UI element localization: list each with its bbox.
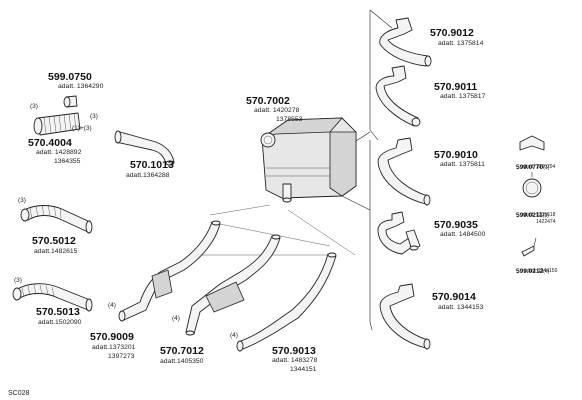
part-code-5704004: 570.4004	[28, 137, 72, 149]
flex-pipe-5012[interactable]	[20, 204, 93, 234]
adatt-5709014: adatt. 1344153	[438, 304, 484, 311]
adatt-5709012: adatt. 1375814	[438, 40, 484, 47]
part-code-5705012: 570.5012	[32, 235, 76, 247]
qty-clamp-a: (3)	[30, 103, 38, 110]
part-code-5705013: 570.5013	[36, 306, 80, 318]
part-code-5701013: 570.1013	[130, 159, 174, 171]
adatt-5704004-a: adatt. 1428892	[36, 149, 82, 156]
clamp-ring-0211[interactable]	[522, 172, 542, 198]
part-label-5990212: 599.0212(4)	[516, 268, 550, 275]
flex-pipe-4004[interactable]	[33, 112, 81, 136]
adatt-5709013-b: 1344151	[290, 366, 317, 373]
part-code-5709035: 570.9035	[434, 219, 478, 231]
part-code-5709010: 570.9010	[434, 149, 478, 161]
adatt-5701013: adatt.1364288	[126, 172, 170, 179]
qty-1013: (3)	[90, 113, 98, 120]
footer-reference: SC028	[8, 390, 30, 397]
pipe-9013[interactable]	[236, 252, 337, 352]
adatt-5990211-b: 1422474	[536, 219, 556, 225]
pipe-7012[interactable]	[185, 234, 281, 336]
tailpipe-9011[interactable]	[375, 65, 421, 127]
tailpipe-9012[interactable]	[379, 17, 432, 67]
qty-9009: (4)	[108, 302, 116, 309]
part-code-5707012: 570.7012	[160, 345, 204, 357]
adatt-5990750: adatt. 1364290	[58, 83, 104, 90]
part-code-5709009: 570.9009	[90, 331, 134, 343]
part-code-5709014: 570.9014	[432, 291, 476, 303]
qty-5012: (3)	[18, 197, 26, 204]
adatt-5709009-a: adatt.1373201	[92, 344, 136, 351]
adatt-5990212: adatt. 1344150	[524, 268, 558, 274]
pipe-9009[interactable]	[118, 220, 221, 322]
part-code-5990750: 599.0750	[48, 71, 92, 83]
adatt-5707002-b: 1378553	[276, 116, 303, 123]
part-code-5709012: 570.9012	[430, 27, 474, 39]
qty-9013: (4)	[230, 332, 238, 339]
part-label-5990770: 599.0770(1)	[516, 164, 550, 171]
sleeve-0750[interactable]	[63, 95, 78, 108]
adatt-5709009-b: 1397273	[108, 353, 135, 360]
adatt-5709013-a: adatt. 1483278	[272, 357, 318, 364]
pipe-1013[interactable]	[114, 130, 175, 166]
part-code-5709013: 570.9013	[272, 345, 316, 357]
qty-7012: (4)	[172, 315, 180, 322]
adatt-5707002-a: adatt. 1420278	[254, 107, 300, 114]
tailpipe-9010[interactable]	[377, 137, 431, 206]
part-code-5707002: 570.7002	[246, 95, 290, 107]
tailpipe-9035[interactable]	[377, 211, 421, 255]
adatt-5990770: adatt. 1360294	[522, 164, 556, 170]
strap-0212[interactable]	[521, 237, 537, 257]
adatt-5707012: adatt.1405350	[160, 358, 204, 365]
adatt-5709011: adatt. 1375817	[440, 93, 486, 100]
part-code-5709011: 570.9011	[434, 81, 478, 93]
bracket-0770[interactable]	[519, 135, 545, 151]
adatt-5705012: adatt.1482615	[34, 248, 78, 255]
adatt-5705013: adatt.1502090	[38, 319, 82, 326]
adatt-5704004-b: 1364355	[54, 158, 81, 165]
qty-clamp-b: (1)+(3)	[72, 125, 92, 132]
adatt-5709010: adatt. 1375811	[440, 161, 485, 168]
tailpipe-9014[interactable]	[379, 283, 431, 350]
muffler-7002[interactable]	[260, 117, 357, 203]
flex-pipe-5013[interactable]	[12, 283, 93, 312]
part-label-5990211: 599.0211(3)	[516, 212, 549, 219]
qty-5013: (3)	[14, 277, 22, 284]
adatt-5990211-a: adatt. 1335618	[522, 212, 556, 218]
adatt-5709035: adatt. 1484500	[440, 231, 486, 238]
